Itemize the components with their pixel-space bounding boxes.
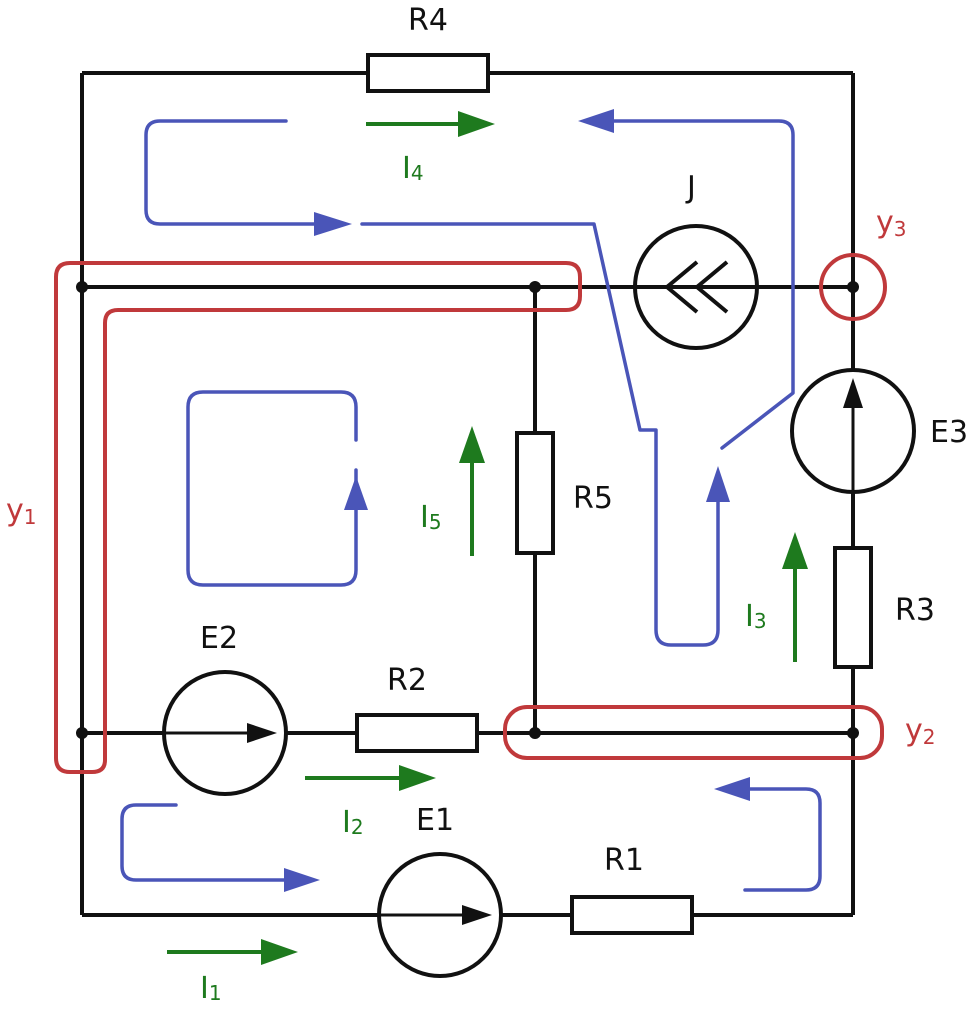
node-y1-outline	[54, 261, 582, 774]
loop-arrow	[344, 476, 368, 510]
label-r1: R1	[604, 843, 644, 878]
label-e3: E3	[930, 415, 968, 450]
component-labels: R4 R5 R3 R2 R1 J E3 E2 E1	[200, 3, 968, 878]
voltage-source-e2	[162, 670, 288, 796]
current-arrows	[167, 111, 808, 965]
label-r4: R4	[408, 3, 448, 38]
junction-dot	[847, 281, 859, 293]
arrowhead	[782, 532, 808, 569]
junction-dots	[76, 281, 859, 739]
arrowhead	[261, 939, 298, 965]
junction-dot	[76, 281, 88, 293]
resistor-r2	[355, 713, 479, 753]
label-r2: R2	[387, 663, 427, 698]
label-y1: y1	[6, 493, 37, 529]
node-labels: y1 y2 y3	[6, 205, 936, 749]
loop-bottom-left	[120, 803, 288, 882]
resistor-r3	[833, 546, 873, 669]
loop-arrow	[706, 466, 730, 502]
label-j: J	[685, 170, 696, 205]
resistor-r1	[570, 895, 694, 935]
label-y3: y3	[876, 205, 907, 241]
junction-dot	[847, 727, 859, 739]
loop-middle-left	[186, 390, 358, 587]
current-labels: I4 I5 I3 I2 I1	[200, 151, 767, 1006]
label-i3: I3	[745, 599, 767, 634]
label-i5: I5	[420, 500, 442, 535]
junction-dot	[76, 727, 88, 739]
label-i1: I1	[200, 971, 222, 1006]
loop-arrow	[314, 212, 352, 236]
label-i4: I4	[402, 151, 424, 186]
label-r5: R5	[573, 481, 613, 516]
loop-bottom-right	[743, 787, 822, 892]
junction-dot	[529, 727, 541, 739]
arrowhead	[459, 426, 485, 463]
loop-arrow	[578, 109, 614, 133]
label-y2: y2	[905, 713, 936, 749]
node-highlights	[54, 253, 887, 774]
resistor-r4	[366, 53, 490, 93]
loop-arrow	[714, 777, 750, 801]
loop-j-right	[610, 119, 795, 450]
label-i2: I2	[342, 805, 364, 840]
loop-contours	[120, 109, 822, 892]
label-e2: E2	[200, 621, 238, 656]
label-r3: R3	[895, 593, 935, 628]
arrowhead	[399, 765, 436, 791]
voltage-source-e3	[790, 368, 916, 494]
current-source-j	[633, 224, 759, 350]
arrowhead	[458, 111, 495, 137]
junction-dot	[529, 281, 541, 293]
node-y3-outline	[819, 253, 887, 321]
loop-arrow	[284, 868, 320, 892]
node-y2-outline	[503, 705, 884, 760]
label-e1: E1	[416, 803, 454, 838]
resistor-r5	[515, 431, 555, 555]
loop-j-left	[360, 222, 720, 647]
loop-top-left	[144, 119, 320, 226]
voltage-source-e1	[377, 852, 503, 978]
